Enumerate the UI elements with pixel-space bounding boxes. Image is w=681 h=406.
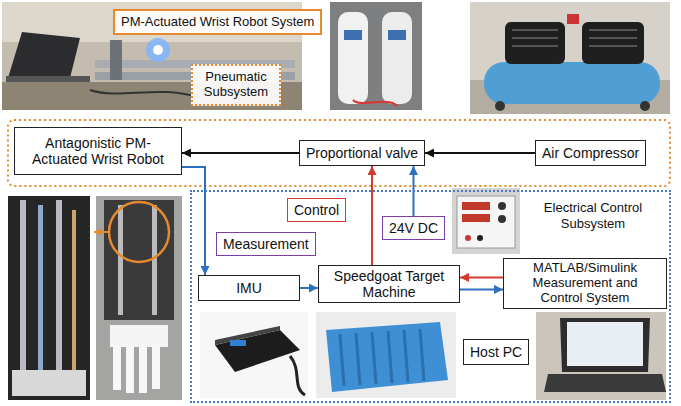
robot-frame: [104, 200, 174, 320]
muscle-tube: [72, 210, 76, 370]
process-box: Air Compressor: [535, 140, 646, 166]
imu-top: [215, 326, 280, 345]
connector: [182, 152, 299, 154]
photo-ground: [470, 2, 670, 114]
process-box: Proportional valve: [299, 140, 425, 166]
power-supply-photo: [452, 188, 520, 254]
air-tube: [353, 100, 397, 106]
process-box: Antagonistic PM-Actuated Wrist Robot: [14, 127, 182, 175]
valve-photo: [330, 2, 422, 110]
laptop-display: [567, 322, 643, 366]
light-glow: [146, 38, 170, 62]
box-label: Control: [294, 202, 339, 218]
photo-ground: [452, 188, 520, 254]
muscle-tube: [56, 200, 62, 370]
laptop-base: [544, 374, 666, 392]
valve-display: [388, 30, 406, 40]
compressor-photo: [470, 2, 670, 114]
imu-photo: [200, 312, 308, 398]
cooling-fins: [340, 329, 424, 386]
robot-finger: [139, 345, 147, 393]
cable: [90, 90, 200, 98]
process-box: Speedgoat Target Machine: [318, 265, 460, 303]
connector: [460, 288, 503, 290]
process-box: IMU: [198, 275, 300, 301]
imu-cable: [290, 356, 305, 395]
signal-tag-box: Measurement: [216, 232, 316, 256]
supply-display: [462, 214, 490, 222]
photo-ground: [96, 196, 182, 400]
target-machine-body: [326, 322, 448, 392]
connector: [300, 287, 318, 289]
photo-ground: [316, 312, 456, 398]
wheel: [640, 101, 650, 111]
box-label: PM-Actuated Wrist Robot System: [121, 15, 314, 30]
supply-body: [457, 196, 515, 248]
box-label: Speedgoat Target Machine: [325, 268, 453, 300]
box-label: Host PC: [470, 344, 522, 360]
imu-body: [215, 330, 300, 372]
supply-terminal: [477, 235, 483, 241]
compressor-motor: [505, 22, 565, 64]
laptop-base: [6, 76, 90, 82]
box-label: IMU: [236, 280, 262, 296]
process-box: Host PC: [463, 339, 529, 365]
connector: [182, 167, 205, 275]
robot-full-photo: [94, 196, 182, 400]
robot-finger: [126, 345, 134, 393]
light-spot: [153, 45, 163, 55]
connector: [460, 276, 503, 278]
laptop-screen: [8, 32, 80, 78]
supply-terminal: [465, 235, 471, 241]
subsystem-tag-box: Pneumatic Subsystem: [191, 64, 281, 106]
photo-ground: [536, 312, 666, 400]
imu-logo: [230, 340, 246, 346]
valve-body: [382, 12, 412, 104]
supply-display: [462, 202, 490, 210]
motor-fins: [512, 30, 637, 46]
photo-ground: [200, 312, 308, 398]
pneumatic-band: [8, 120, 670, 186]
robot-hand: [110, 325, 168, 347]
power-tag-box: 24V DC: [382, 216, 445, 240]
wheel: [495, 101, 505, 111]
robot-finger: [113, 345, 121, 390]
laptop-screen: [560, 318, 650, 372]
photo-caption-box: PM-Actuated Wrist Robot System: [113, 9, 322, 35]
box-label: Proportional valve: [306, 145, 418, 161]
photo-ground: [330, 2, 422, 110]
connector: [425, 152, 535, 154]
robot-finger: [152, 345, 160, 389]
box-label: 24V DC: [389, 220, 438, 236]
compressor-tank: [484, 62, 660, 104]
process-box: MATLAB/Simulink Measurement and Control …: [503, 258, 667, 309]
leader-line: [94, 231, 108, 233]
host-pc-photo: [536, 312, 666, 400]
subsystem-region: Electrical Control Subsystem Control 24V D…: [190, 190, 671, 403]
box-label: MATLAB/Simulink Measurement and Control …: [510, 261, 660, 306]
supply-knob: [498, 202, 506, 210]
robot-post: [110, 40, 122, 80]
box-label: Antagonistic PM-Actuated Wrist Robot: [21, 135, 175, 167]
valve-display: [344, 30, 362, 40]
photo-ground: [8, 196, 90, 400]
box-label: Air Compressor: [542, 145, 639, 161]
compressor-motor: [582, 22, 644, 64]
box-label: Pneumatic Subsystem: [199, 70, 273, 100]
muscle-tube: [38, 205, 43, 370]
connector: [371, 166, 373, 265]
box-label: Measurement: [223, 236, 309, 252]
muscle-tube: [118, 205, 123, 315]
robot-closeup-photo: [8, 196, 90, 400]
signal-tag-box: Control: [287, 198, 346, 222]
region-heading: Electrical Control Subsystem: [528, 200, 658, 231]
highlight-circle: [109, 202, 169, 262]
muscle-tube: [20, 200, 26, 370]
valve-body: [338, 12, 368, 104]
speedgoat-photo: [316, 312, 456, 398]
robot-base: [12, 370, 86, 396]
compressor-switch: [567, 14, 579, 24]
supply-knob: [498, 215, 506, 223]
